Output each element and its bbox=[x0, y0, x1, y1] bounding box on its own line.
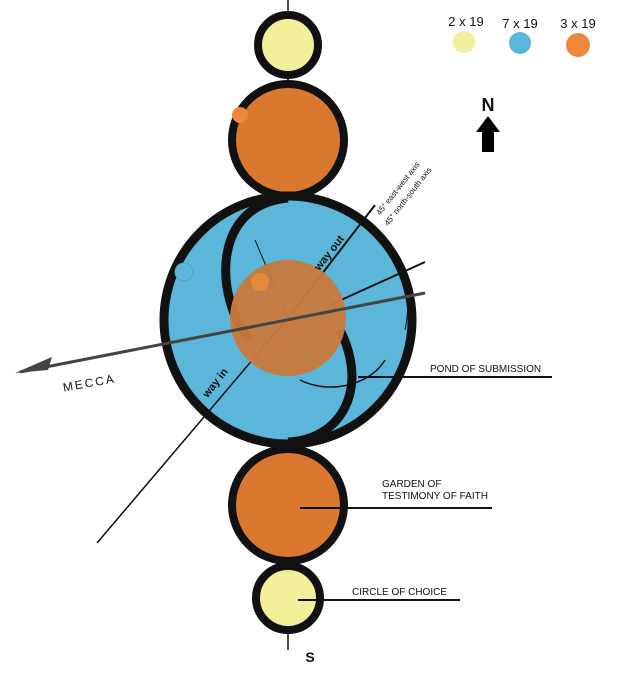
legend-swatch-orange bbox=[566, 33, 590, 57]
sketch-line bbox=[329, 261, 426, 306]
legend: 2 x 19 7 x 19 3 x 19 bbox=[448, 14, 596, 57]
mecca-arrow-icon bbox=[15, 357, 52, 373]
sketch-line bbox=[287, 197, 409, 331]
garden-callout-label-2: TESTIMONY OF FAITH bbox=[382, 491, 488, 502]
legend-label-orange: 3 x 19 bbox=[560, 16, 595, 31]
top-orange-garden bbox=[228, 80, 348, 200]
sketch-line bbox=[299, 359, 386, 388]
mecca-direction-line bbox=[19, 291, 426, 374]
garden-of-testimony bbox=[228, 445, 348, 565]
circle-of-choice bbox=[252, 562, 324, 634]
top-yellow-circle bbox=[254, 11, 322, 79]
legend-swatch-blue bbox=[509, 32, 531, 54]
garden-callout-label-1: GARDEN OF bbox=[382, 479, 441, 490]
south-label: S bbox=[305, 649, 314, 665]
marker-dot bbox=[174, 262, 194, 282]
legend-label-blue: 7 x 19 bbox=[502, 16, 537, 31]
way-in-path bbox=[287, 327, 357, 447]
north-label: N bbox=[482, 95, 495, 115]
choice-callout-label: CIRCLE OF CHOICE bbox=[352, 587, 447, 598]
marker-dot bbox=[251, 273, 269, 291]
mecca-label: MECCA bbox=[62, 372, 117, 395]
marker-dot bbox=[232, 107, 248, 123]
inner-orange-center bbox=[230, 260, 346, 376]
pond-callout-label: POND OF SUBMISSION bbox=[430, 364, 541, 375]
north-arrow-icon: N bbox=[476, 95, 500, 152]
legend-label-yellow: 2 x 19 bbox=[448, 14, 483, 29]
legend-swatch-yellow bbox=[453, 31, 475, 53]
